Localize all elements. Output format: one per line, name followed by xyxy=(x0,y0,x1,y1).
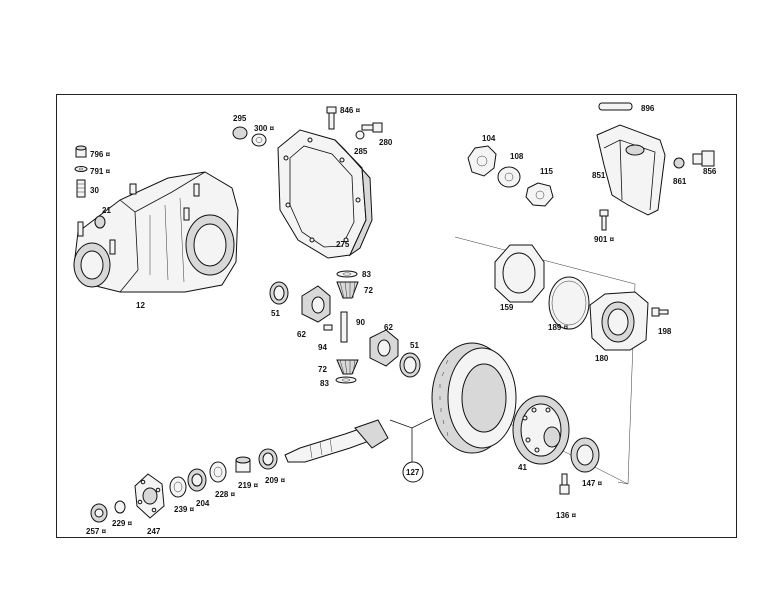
bearing-204-part[interactable] xyxy=(187,468,207,492)
washer-285-part[interactable] xyxy=(355,130,365,140)
callout-189[interactable]: 189 ¤ xyxy=(548,323,569,332)
callout-295[interactable]: 295 xyxy=(233,114,247,123)
flange-247-part[interactable] xyxy=(134,473,165,519)
callout-851[interactable]: 851 xyxy=(592,171,606,180)
callout-198[interactable]: 198 xyxy=(658,327,672,336)
diff-pinion-gear-72-top-part[interactable] xyxy=(336,281,359,299)
callout-115[interactable]: 115 xyxy=(540,167,553,176)
seal-239-part[interactable] xyxy=(169,476,187,498)
callout-labels: 796 ¤ 791 ¤ 30 21 12 295 300 ¤ 846 ¤ 280 285 275 83… xyxy=(86,104,717,536)
bearing-cover-180-part[interactable] xyxy=(589,291,649,351)
callout-229[interactable]: 229 ¤ xyxy=(112,519,133,528)
callout-219[interactable]: 219 ¤ xyxy=(238,481,259,490)
diff-pinion-gear-72-bottom-part[interactable] xyxy=(336,359,359,375)
callout-285[interactable]: 285 xyxy=(354,147,368,156)
callout-856[interactable]: 856 xyxy=(703,167,717,176)
callout-51b[interactable]: 51 xyxy=(410,341,419,350)
callout-300[interactable]: 300 ¤ xyxy=(254,124,275,133)
pinion-shaft-90-part[interactable] xyxy=(340,311,348,343)
breather-part[interactable] xyxy=(129,183,137,195)
seal-ring-300-part[interactable] xyxy=(251,133,267,147)
callout-204[interactable]: 204 xyxy=(196,499,210,508)
callout-41[interactable]: 41 xyxy=(518,463,527,472)
axle-housing-part[interactable] xyxy=(73,171,239,293)
callout-239[interactable]: 239 ¤ xyxy=(174,505,195,514)
callout-275[interactable]: 275 xyxy=(336,240,350,249)
plug-21-part[interactable] xyxy=(94,215,106,229)
callout-280[interactable]: 280 xyxy=(379,138,393,147)
ring-gear-127-part[interactable] xyxy=(431,342,517,454)
bearing-147-part[interactable] xyxy=(570,437,600,473)
diff-case-41-part[interactable] xyxy=(512,395,570,465)
callout-12[interactable]: 12 xyxy=(136,301,145,310)
callout-846[interactable]: 846 ¤ xyxy=(340,106,361,115)
callout-159[interactable]: 159 xyxy=(500,303,514,312)
side-gear-62-right-part[interactable] xyxy=(369,329,399,367)
callout-72b[interactable]: 72 xyxy=(318,365,327,374)
bolt-856-part[interactable] xyxy=(692,150,715,167)
callout-83b[interactable]: 83 xyxy=(320,379,329,388)
callout-62a[interactable]: 62 xyxy=(297,330,306,339)
callout-94[interactable]: 94 xyxy=(318,343,327,352)
callout-180[interactable]: 180 xyxy=(595,354,609,363)
seal-228-part[interactable] xyxy=(209,461,227,483)
nut-257-part[interactable] xyxy=(90,503,108,523)
callout-228[interactable]: 228 ¤ xyxy=(215,490,236,499)
callout-108[interactable]: 108 xyxy=(510,152,524,161)
o-ring-189-part[interactable] xyxy=(548,276,590,330)
callout-896[interactable]: 896 xyxy=(641,104,655,113)
callout-21[interactable]: 21 xyxy=(102,206,111,215)
callout-247[interactable]: 247 xyxy=(147,527,161,536)
screw-846-part[interactable] xyxy=(326,106,337,130)
callout-127[interactable]: 127 xyxy=(406,468,420,477)
callout-51a[interactable]: 51 xyxy=(271,309,280,318)
thrust-washer-83-top-part[interactable] xyxy=(336,270,358,278)
callout-861[interactable]: 861 xyxy=(673,177,687,186)
stud-30-part[interactable] xyxy=(76,179,86,198)
bearing-209-part[interactable] xyxy=(258,448,278,470)
callout-83a[interactable]: 83 xyxy=(362,270,371,279)
rubber-strip-896-part[interactable] xyxy=(598,102,633,111)
mount-bracket-851-part[interactable] xyxy=(596,124,666,216)
bolt-198-part[interactable] xyxy=(651,307,669,317)
callout-901[interactable]: 901 ¤ xyxy=(594,235,615,244)
ring-gear-leader xyxy=(389,417,433,465)
screw-280-part[interactable] xyxy=(361,122,383,133)
side-gear-62-left-part[interactable] xyxy=(301,285,331,323)
callout-136[interactable]: 136 ¤ xyxy=(556,511,577,520)
callout-796[interactable]: 796 ¤ xyxy=(90,150,111,159)
cap-nut-796-part[interactable] xyxy=(75,145,87,158)
callout-30[interactable]: 30 xyxy=(90,186,99,195)
gasket-159-part[interactable] xyxy=(494,244,545,303)
plug-295-part[interactable] xyxy=(232,126,248,140)
callout-104[interactable]: 104 xyxy=(482,134,496,143)
washer-791-part[interactable] xyxy=(74,166,88,172)
oil-seal-51-left-part[interactable] xyxy=(269,281,289,305)
shim-104-part[interactable] xyxy=(467,145,497,177)
callout-62b[interactable]: 62 xyxy=(384,323,393,332)
thrust-washer-83-bottom-part[interactable] xyxy=(335,376,357,384)
shim-115-part[interactable] xyxy=(525,182,554,207)
callout-209[interactable]: 209 ¤ xyxy=(265,476,286,485)
housing-cover-part[interactable] xyxy=(277,129,373,259)
bushing-219-part[interactable] xyxy=(235,456,251,473)
spacer-94-part[interactable] xyxy=(323,324,333,331)
bolt-136-part[interactable] xyxy=(559,473,570,495)
callout-257[interactable]: 257 ¤ xyxy=(86,527,107,536)
nut-861-part[interactable] xyxy=(673,157,685,169)
callout-circle-127 xyxy=(402,461,424,483)
callout-147[interactable]: 147 ¤ xyxy=(582,479,603,488)
callout-72a[interactable]: 72 xyxy=(364,286,373,295)
drive-pinion-shaft-part[interactable] xyxy=(284,419,389,463)
shim-108-part[interactable] xyxy=(497,166,521,188)
callout-791[interactable]: 791 ¤ xyxy=(90,167,111,176)
oil-seal-51-right-part[interactable] xyxy=(399,352,421,378)
washer-229-part[interactable] xyxy=(114,500,126,514)
callout-90[interactable]: 90 xyxy=(356,318,365,327)
screw-901-part[interactable] xyxy=(599,209,609,231)
